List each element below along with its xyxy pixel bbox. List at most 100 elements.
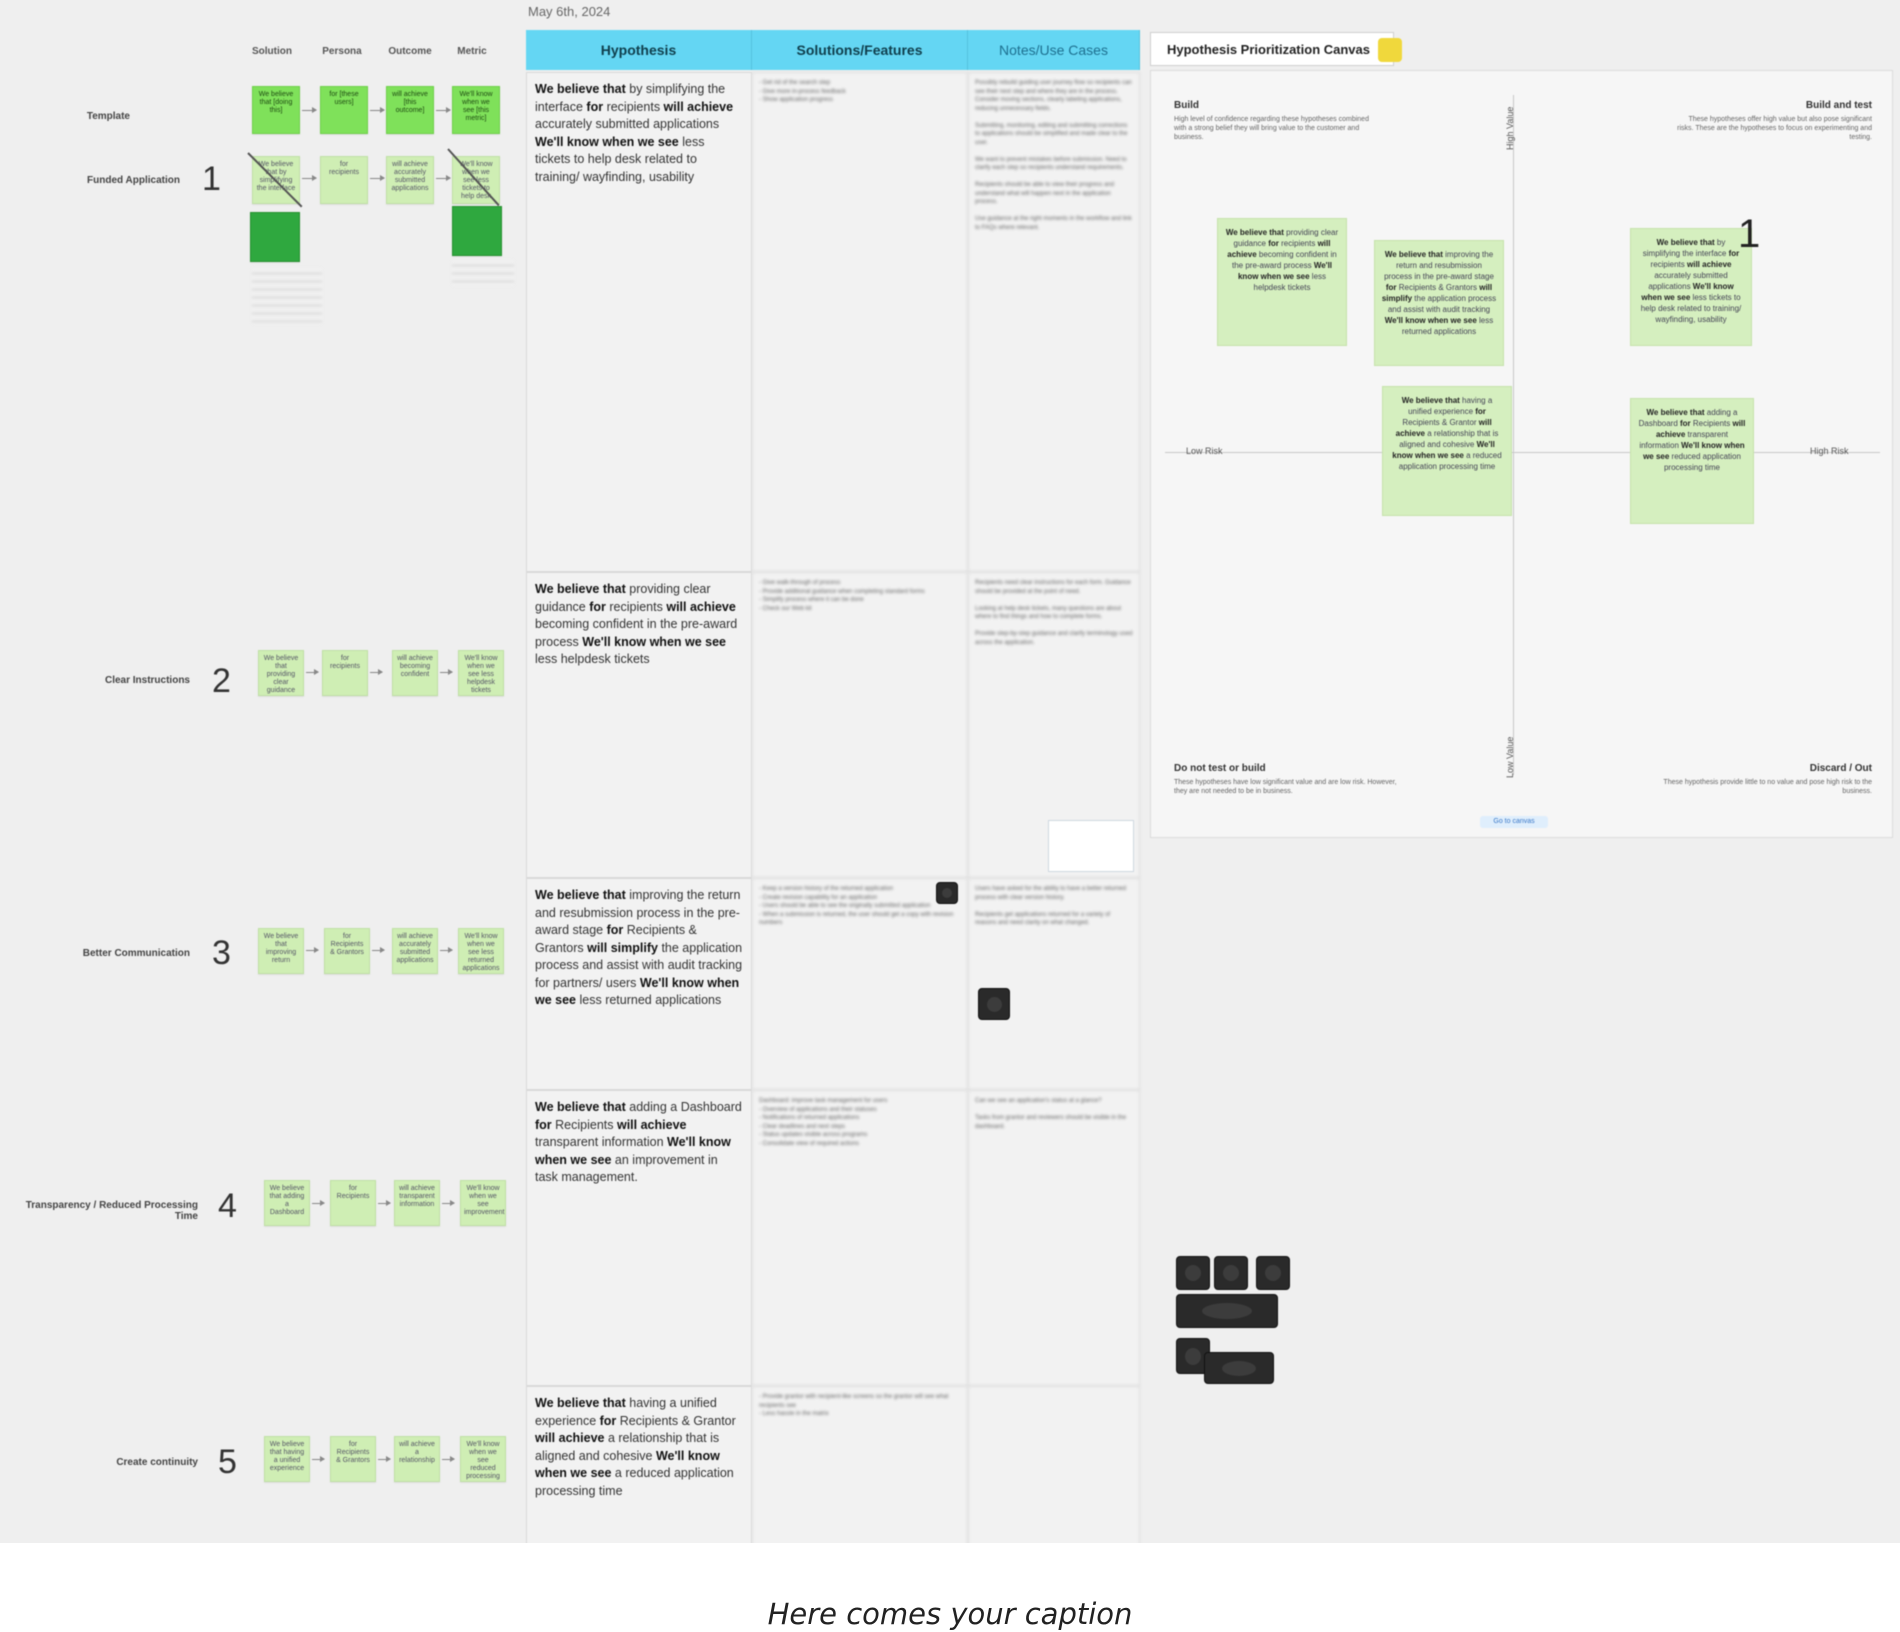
quadrant-title-do-not-test: Do not test or build [1174,763,1266,774]
dark-sticker[interactable] [1176,1294,1278,1328]
sticky-note[interactable]: We believe that providing clear guidance [258,650,304,696]
prioritization-canvas[interactable] [1150,70,1893,838]
row-label-clear-instructions: Clear Instructions [104,675,190,686]
canvas-sticky-note[interactable]: We believe that having a unified experie… [1382,386,1512,516]
table-header-solutions: Solutions/Features [752,30,968,70]
canvas-title[interactable]: Hypothesis Prioritization Canvas [1150,32,1394,66]
flow-arrow [370,107,385,113]
table-cell-solutions[interactable]: - Get rid of the search step - Give more… [752,72,968,572]
table-cell-hypothesis[interactable]: We believe that by simplifying the inter… [526,72,752,572]
dark-sticky-note[interactable] [452,206,502,256]
flow-arrow [442,1200,455,1206]
flow-arrow [372,947,385,953]
embedded-screenshot-thumbnail[interactable] [1048,820,1134,872]
flow-arrow [436,107,451,113]
row-number: 4 [218,1187,237,1225]
table-header-notes: Notes/Use Cases [968,30,1140,70]
row-number: 5 [218,1443,237,1481]
dark-sticker[interactable] [936,882,958,904]
quadrant-desc-do-not-test: These hypotheses have low significant va… [1174,779,1397,795]
sticky-note[interactable]: will achieve transparent information [394,1180,440,1226]
sticky-note[interactable]: for recipients [322,650,368,696]
row-label-template: Template [86,111,130,122]
sticky-note[interactable]: We'll know when we see reduced processin… [460,1436,506,1482]
sticky-note[interactable]: We'll know when we see [this metric] [452,86,500,134]
quadrant-title-build: Build [1174,100,1199,111]
sticky-note[interactable]: will achieve [this outcome] [386,86,434,134]
canvas-sticky-note[interactable]: We believe that providing clear guidance… [1217,218,1347,346]
canvas-sticky-note[interactable]: We believe that by simplifying the inter… [1630,228,1752,346]
sticky-note[interactable]: for [these users] [320,86,368,134]
image-caption[interactable]: Here comes your caption [767,1597,1133,1631]
dark-sticker[interactable] [1256,1256,1290,1290]
sticky-note[interactable]: We believe that having a unified experie… [264,1436,310,1482]
table-cell-hypothesis[interactable]: We believe that improving the return and… [526,878,752,1090]
sticky-note[interactable]: We believe that adding a Dashboard [264,1180,310,1226]
flow-arrow [440,669,453,675]
flow-arrow [312,1456,325,1462]
quadrant-title-build-test: Build and test [1805,100,1872,111]
canvas-link[interactable]: Go to canvas [1480,816,1548,828]
row-label-create-continuity: Create continuity [116,1457,198,1468]
table-cell-solutions[interactable]: - Keep a version history of the returned… [752,878,968,1090]
table-cell-hypothesis[interactable]: We believe that adding a Dashboard for R… [526,1090,752,1386]
sticky-note[interactable]: for Recipients [330,1180,376,1226]
quadrant-desc-build-test: These hypotheses offer high value but al… [1677,116,1872,141]
canvas-sticky-note[interactable]: We believe that adding a Dashboard for R… [1630,398,1754,524]
flow-arrow [302,107,317,113]
quadrant-title-discard: Discard / Out [1809,763,1872,774]
axis-label-low-value: Low Value [1505,736,1515,778]
axis-label-high-risk: High Risk [1810,446,1849,456]
sticky-note[interactable]: We'll know when we see improvement [460,1180,506,1226]
sticky-note[interactable]: We'll know when we see less helpdesk tic… [458,650,504,696]
sticky-note[interactable]: for Recipients & Grantors [330,1436,376,1482]
quadrant-desc-discard: These hypothesis provide little to no va… [1663,779,1872,795]
table-cell-notes[interactable] [968,1386,1140,1543]
flow-arrow [302,175,317,181]
table-cell-notes[interactable]: Can we see an application's status at a … [968,1090,1140,1386]
board-date: May 6th, 2024 [528,4,611,19]
sticky-note[interactable]: for Recipients & Grantors [324,928,370,974]
sticky-note[interactable]: We believe that [doing this] [252,86,300,134]
risk-axis [1165,452,1880,453]
sticky-note[interactable]: will achieve accurately submitted applic… [392,928,438,974]
table-cell-hypothesis[interactable]: We believe that having a unified experie… [526,1386,752,1543]
sticky-note[interactable]: We'll know when we see less returned app… [458,928,504,974]
table-cell-solutions[interactable]: - Give walk-through of process - Provide… [752,572,968,878]
flow-arrow [378,1456,391,1462]
table-cell-solutions[interactable]: Dashboard: improve task management for u… [752,1090,968,1386]
sticky-note[interactable]: will achieve becoming confident [392,650,438,696]
row-label-transparency: Transparency / Reduced Processing Time [25,1200,198,1222]
table-cell-solutions[interactable]: - Provide grantor with recipient-like sc… [752,1386,968,1543]
dark-sticky-note[interactable] [250,212,300,262]
annotation-text [452,260,514,286]
row-number: 1 [202,160,221,198]
flow-arrow [370,175,385,181]
table-cell-notes[interactable]: Users have asked for the ability to have… [968,878,1140,1090]
sticky-note[interactable]: for recipients [320,156,368,204]
column-header-persona: Persona [322,46,362,57]
dark-sticker[interactable] [978,988,1010,1020]
yellow-sticky-marker[interactable] [1378,38,1402,62]
quadrant-desc-build: High level of confidence regarding these… [1174,116,1369,141]
row-number: 2 [212,662,231,700]
sticky-note[interactable]: We believe that improving return [258,928,304,974]
sticky-note[interactable]: will achieve a relationship [394,1436,440,1482]
dark-sticker[interactable] [1176,1256,1210,1290]
dark-sticker[interactable] [1204,1352,1274,1384]
table-cell-hypothesis[interactable]: We believe that providing clear guidance… [526,572,752,878]
column-header-outcome: Outcome [388,46,432,57]
table-cell-notes[interactable]: Possibly rebuild guiding user journey fl… [968,72,1140,572]
whiteboard-canvas[interactable]: Solution Persona Outcome Metric Template… [0,0,1900,1543]
row-label-better-communication: Better Communication [82,948,190,959]
row-label-funded-application: Funded Application [87,175,180,186]
canvas-sticky-note[interactable]: We believe that improving the return and… [1374,240,1504,366]
row-number: 3 [212,934,231,972]
sticky-note[interactable]: will achieve accurately submitted applic… [386,156,434,204]
value-axis [1513,95,1514,775]
flow-arrow [440,947,453,953]
table-header-hypothesis: Hypothesis [526,30,752,70]
dark-sticker[interactable] [1214,1256,1248,1290]
flow-arrow [378,1200,391,1206]
flow-arrow [442,1456,455,1462]
